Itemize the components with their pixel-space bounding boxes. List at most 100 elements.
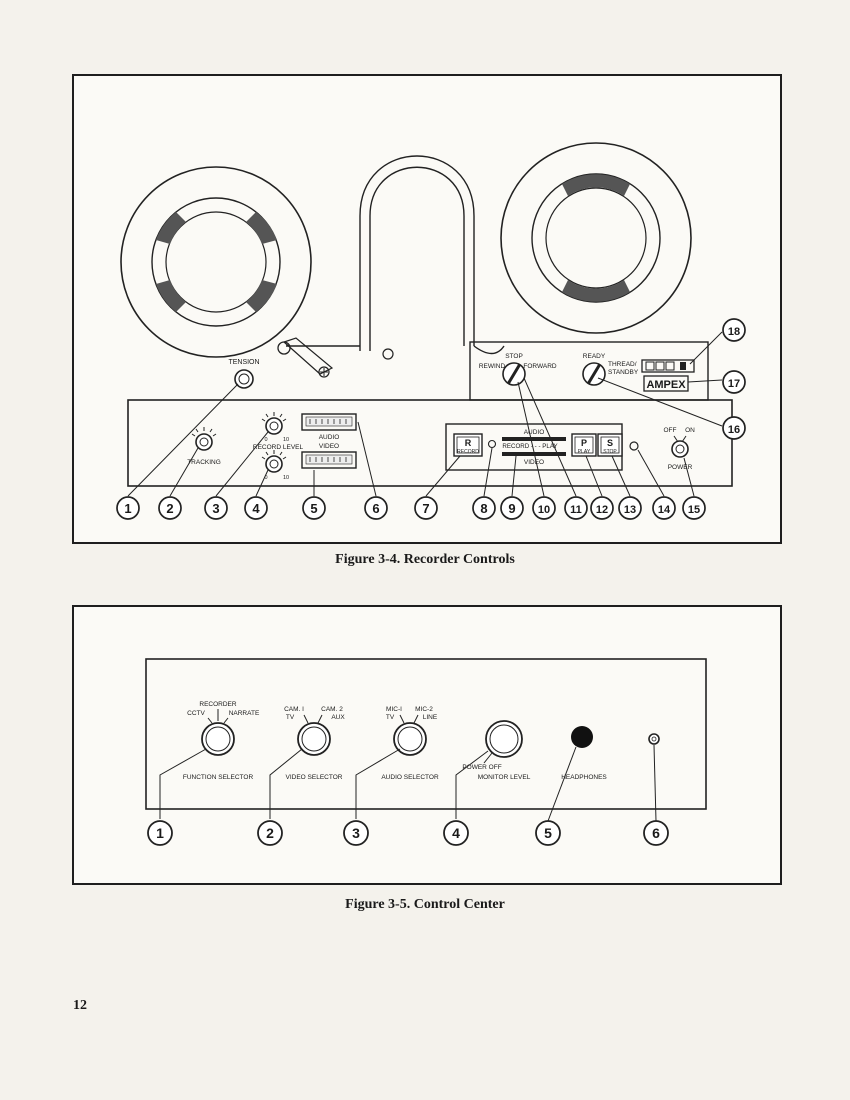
- svg-text:9: 9: [508, 501, 515, 516]
- monitor-level-label: MONITOR LEVEL: [478, 774, 531, 781]
- cam1-label: CAM. I: [284, 706, 304, 713]
- mic2-label: MIC-2: [415, 706, 433, 713]
- control-center-figure: RECORDER CCTV NARRATE FUNCTION SELECTOR …: [72, 605, 782, 885]
- callout-16: 16: [722, 416, 746, 440]
- ampex-logo-text: AMPEX: [646, 379, 686, 391]
- figure-3-5-caption: Figure 3-5. Control Center: [345, 897, 505, 912]
- monitor-level-knob[interactable]: [485, 720, 523, 758]
- video-meter: [301, 451, 357, 469]
- recorder-controls-figure: TENSION STOP REWIND FORWARD READY THREAD…: [72, 74, 782, 544]
- control-center-panel: [145, 658, 707, 810]
- power-label: POWER: [668, 464, 693, 471]
- stop-button-text: STOP: [603, 449, 617, 455]
- supply-reel: [120, 166, 312, 358]
- callout-1: 1: [116, 496, 140, 520]
- svg-text:17: 17: [728, 378, 740, 390]
- ampex-logo: [643, 375, 689, 392]
- video-dial-min: 0: [264, 475, 267, 481]
- audio-meter: [301, 413, 357, 431]
- function-selector-knob[interactable]: [201, 722, 235, 756]
- stop-button[interactable]: [597, 433, 623, 457]
- svg-text:16: 16: [728, 424, 740, 436]
- svg-text:14: 14: [658, 504, 671, 516]
- aux-label: AUX: [331, 714, 345, 721]
- svg-text:6: 6: [652, 825, 660, 841]
- callout-leaders: [159, 744, 657, 822]
- callout-13: 13: [618, 496, 642, 520]
- svg-text:2: 2: [166, 501, 173, 516]
- cctv-label: CCTV: [187, 710, 205, 717]
- video-tv-label: TV: [286, 714, 295, 721]
- svg-text:4: 4: [252, 501, 260, 516]
- recorder-label: RECORDER: [199, 701, 237, 708]
- play-button[interactable]: [571, 433, 597, 457]
- tracking-label: TRACKING: [187, 459, 221, 466]
- tension-arm: [277, 337, 394, 378]
- headphones-jack[interactable]: [571, 726, 593, 748]
- video-record-level-knob[interactable]: [261, 450, 287, 473]
- takeup-reel: [500, 142, 692, 334]
- standby-label: STANDBY: [608, 369, 639, 376]
- callout-14: 14: [652, 496, 676, 520]
- page-number: 12: [73, 998, 87, 1013]
- svg-text:2: 2: [266, 825, 274, 841]
- svg-text:3: 3: [352, 825, 360, 841]
- audio-record-level-knob[interactable]: [261, 412, 287, 435]
- video-dial-max: 10: [283, 475, 289, 481]
- svg-text:8: 8: [480, 501, 487, 516]
- svg-text:13: 13: [624, 504, 636, 516]
- power-off-label: POWER OFF: [462, 764, 501, 771]
- function-selector-label: FUNCTION SELECTOR: [183, 774, 254, 781]
- play-button-letter: P: [581, 438, 587, 448]
- video-selector-label: VIDEO SELECTOR: [286, 774, 343, 781]
- recorder-controls-diagram: TENSION STOP REWIND FORWARD READY THREAD…: [116, 142, 746, 520]
- callout-11: 11: [564, 496, 588, 520]
- power-off-label: OFF: [664, 427, 677, 434]
- cam2-label: CAM. 2: [321, 706, 343, 713]
- callout-1: 1: [147, 820, 173, 846]
- thread-label: THREAD/: [608, 361, 637, 368]
- svg-text:12: 12: [596, 504, 608, 516]
- indicator-lamp: [648, 733, 660, 745]
- stop-indicator-lamp: [629, 441, 639, 451]
- stop-label: STOP: [505, 353, 523, 360]
- power-switch[interactable]: [671, 440, 689, 458]
- audio-meter-label: AUDIO: [319, 434, 340, 441]
- video-indicator-label: VIDEO: [524, 459, 544, 466]
- callout-3: 3: [204, 496, 228, 520]
- video-selector-knob[interactable]: [297, 722, 331, 756]
- record-indicator-lamp: [487, 439, 497, 449]
- tracking-knob[interactable]: [191, 427, 217, 451]
- callout-2: 2: [158, 496, 182, 520]
- audio-dial-max: 10: [283, 437, 289, 443]
- callout-leaders: [127, 331, 723, 497]
- audio-indicator-label: AUDIO: [524, 429, 545, 436]
- tape-counter: [641, 359, 695, 373]
- svg-text:10: 10: [538, 504, 550, 516]
- lower-panel: [127, 399, 733, 487]
- svg-text:7: 7: [422, 501, 429, 516]
- callout-7: 7: [414, 496, 438, 520]
- audio-dial-min: 0: [264, 437, 267, 443]
- tape-path: [286, 155, 505, 355]
- audio-selector-knob[interactable]: [393, 722, 427, 756]
- svg-text:1: 1: [124, 501, 131, 516]
- svg-text:3: 3: [212, 501, 219, 516]
- stop-button-letter: S: [607, 438, 613, 448]
- forward-label: FORWARD: [523, 363, 557, 370]
- callout-12: 12: [590, 496, 614, 520]
- play-button-text: PLAY: [578, 449, 591, 455]
- callout-4: 4: [244, 496, 268, 520]
- callout-6: 6: [364, 496, 388, 520]
- callout-5: 5: [302, 496, 326, 520]
- svg-text:15: 15: [688, 504, 700, 516]
- ready-label: READY: [583, 353, 606, 360]
- callout-10: 10: [532, 496, 556, 520]
- tension-knob[interactable]: [234, 369, 254, 389]
- power-on-label: ON: [685, 427, 695, 434]
- record-button[interactable]: [453, 433, 483, 457]
- record-level-label: RECORD LEVEL: [253, 444, 304, 451]
- record-button-letter: R: [465, 438, 472, 448]
- callout-18: 18: [722, 318, 746, 342]
- svg-text:4: 4: [452, 825, 460, 841]
